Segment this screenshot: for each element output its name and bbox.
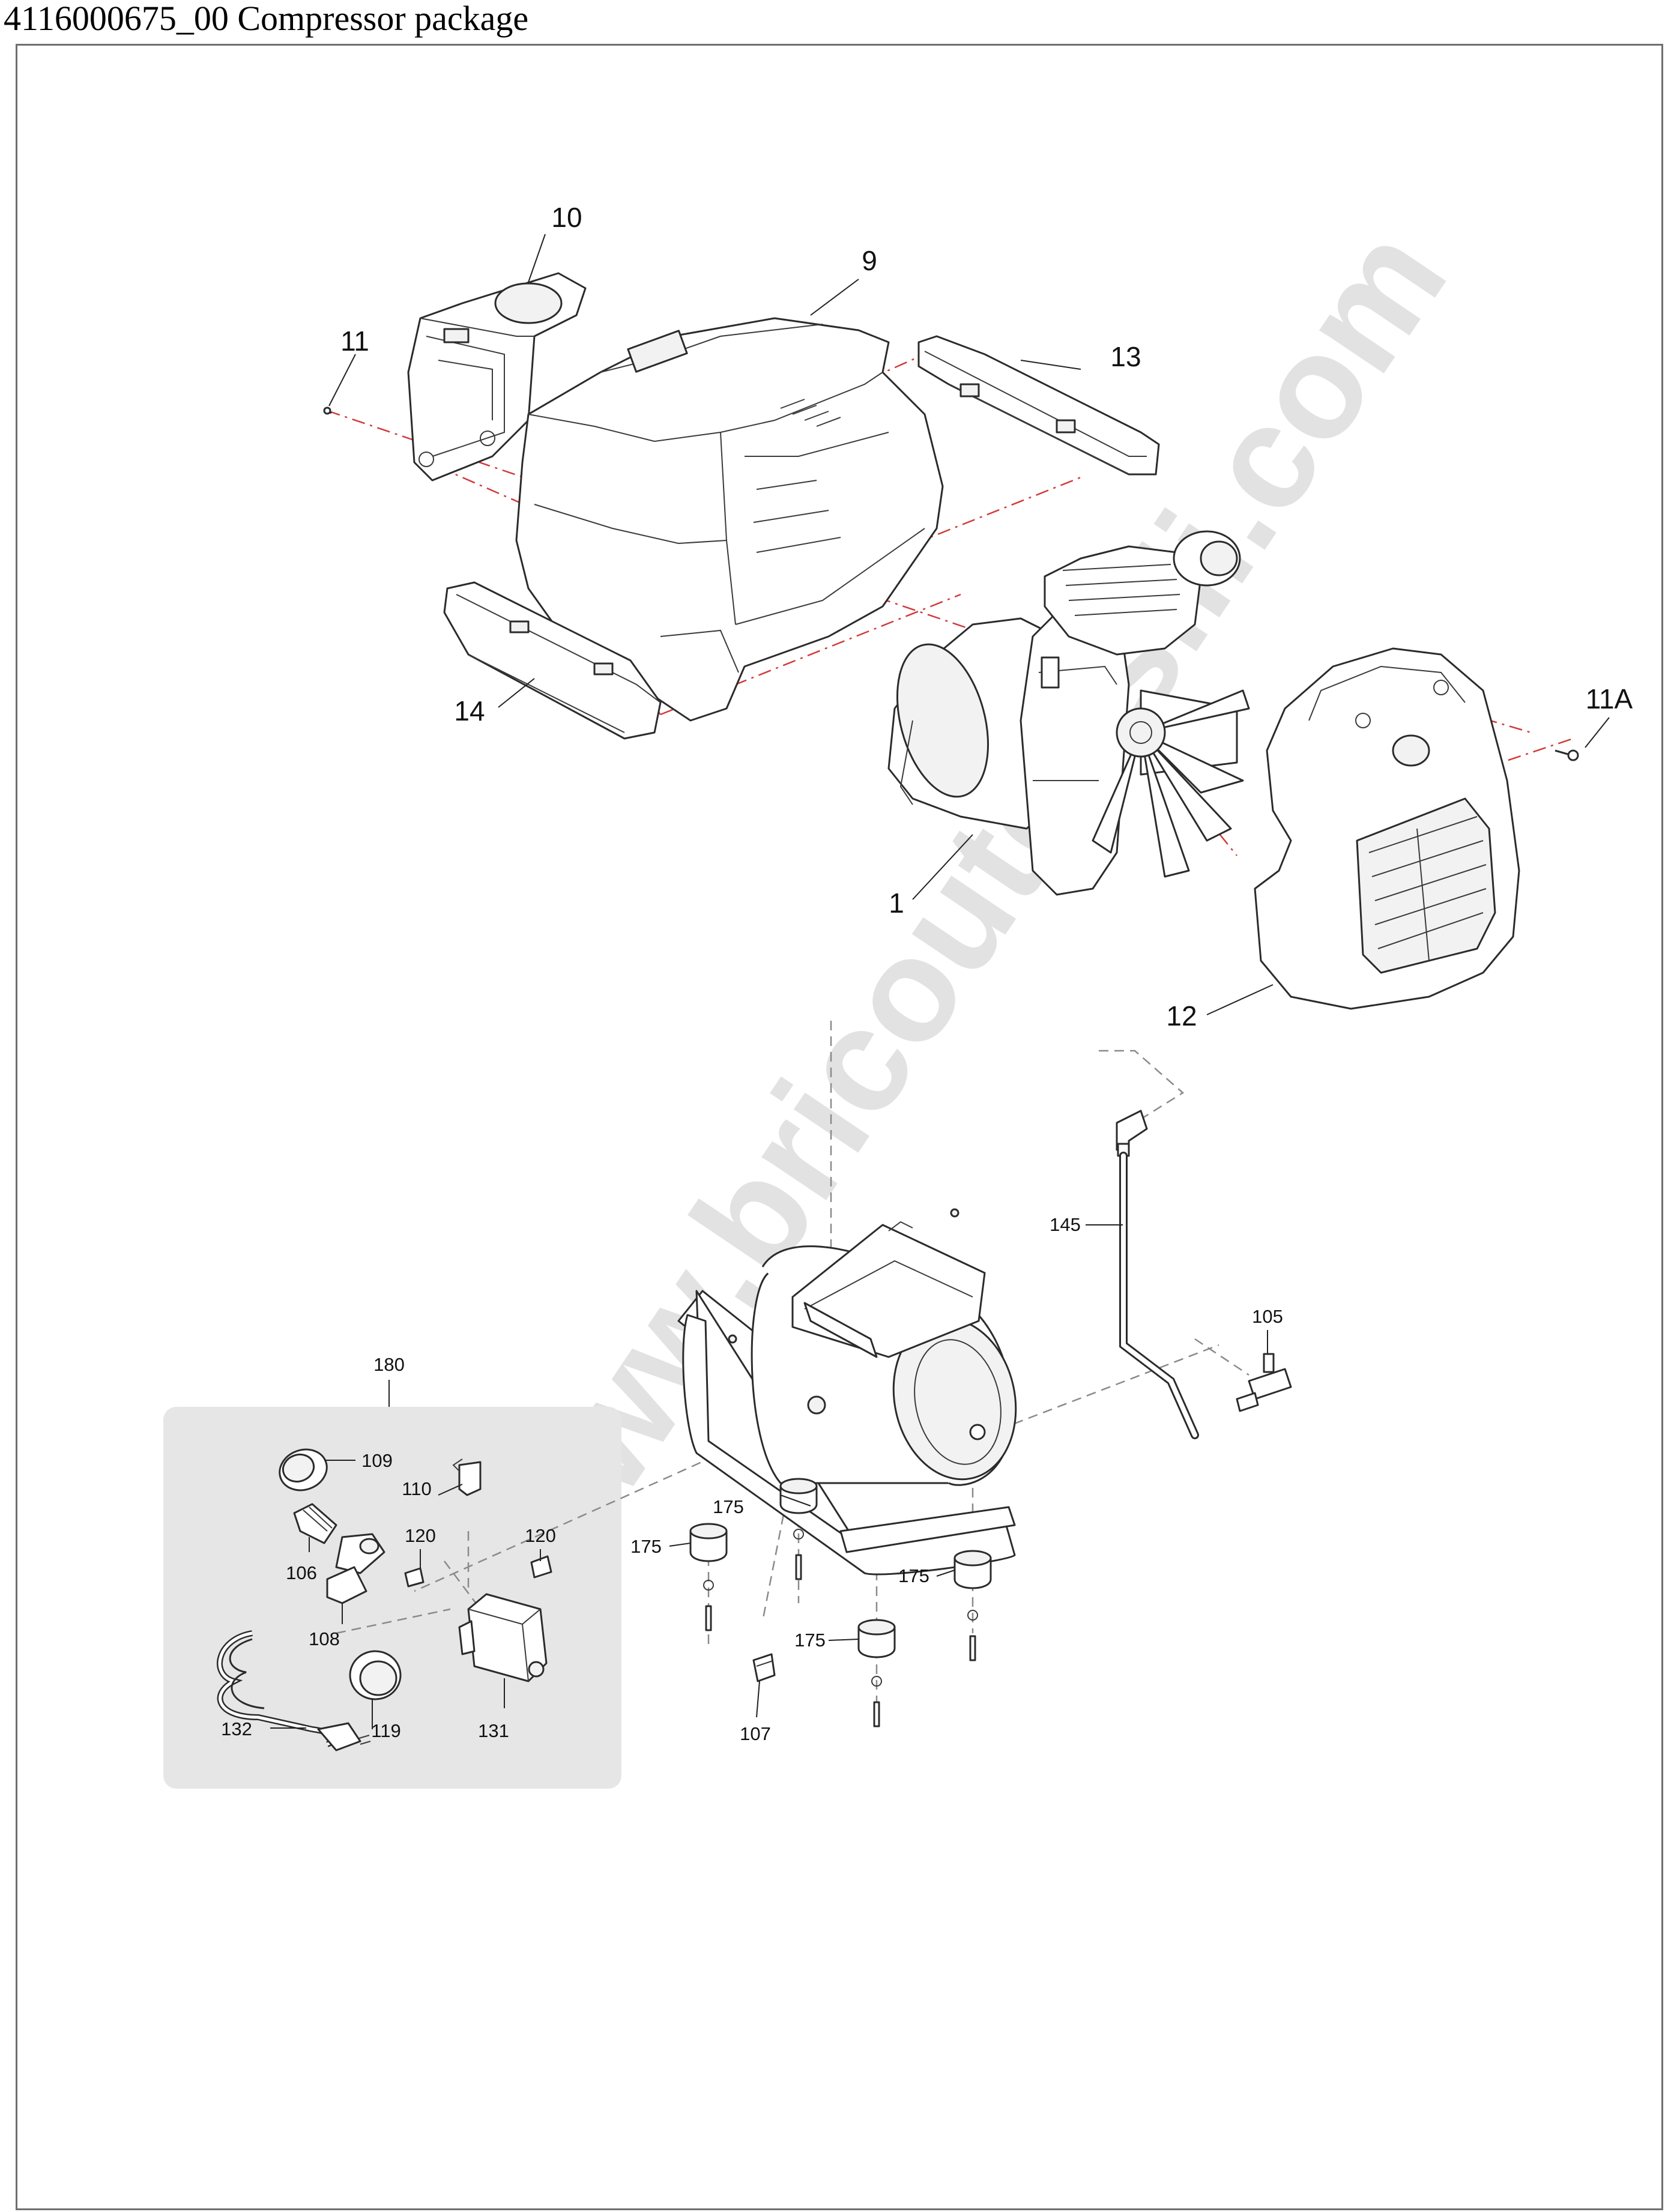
part-175-rubber-foot-2	[689, 1523, 728, 1631]
callout-175-1: 175	[713, 1496, 744, 1517]
callout-11: 11	[340, 325, 369, 357]
part-175-rubber-foot-4	[857, 1619, 896, 1727]
part-12-fan-cover	[1254, 647, 1520, 1010]
part-10-front-bracket	[407, 272, 587, 482]
part-175-rubber-foot-3	[953, 1550, 992, 1661]
part-106-quick-coupler	[293, 1503, 337, 1544]
part-120-fitting-b	[530, 1555, 552, 1579]
leader-lines	[270, 234, 1610, 1729]
part-145-delivery-pipe	[1116, 1110, 1199, 1439]
callout-13: 13	[1110, 341, 1141, 372]
part-108-pressure-regulator	[326, 1533, 385, 1604]
part-105-tee-fitting	[1236, 1353, 1292, 1412]
callout-9: 9	[862, 245, 877, 276]
part-109-pressure-gauge	[279, 1448, 328, 1491]
part-11a-screw	[1555, 749, 1579, 761]
drawing-frame	[16, 44, 1663, 2210]
callout-105: 105	[1252, 1306, 1283, 1327]
accessory-kit-panel	[163, 1407, 621, 1789]
callout-119: 119	[371, 1720, 400, 1741]
callout-132: 132	[221, 1718, 252, 1739]
part-11-screw	[323, 406, 332, 415]
part-131-pressure-switch	[458, 1593, 548, 1682]
part-132-power-cord	[217, 1630, 371, 1751]
callout-180: 180	[373, 1354, 405, 1375]
part-175-rubber-foot-1	[779, 1478, 818, 1580]
part-119-pressure-gauge	[349, 1650, 402, 1700]
callout-106: 106	[286, 1562, 317, 1583]
callout-107: 107	[740, 1723, 771, 1744]
callout-10: 10	[551, 202, 582, 233]
callout-14: 14	[454, 695, 485, 727]
callout-145: 145	[1050, 1214, 1081, 1235]
part-107-drain-valve	[752, 1653, 776, 1682]
part-14-rail	[443, 581, 662, 740]
part-9-shroud	[515, 317, 944, 722]
callout-120a: 120	[405, 1525, 436, 1546]
callout-12: 12	[1166, 1000, 1197, 1032]
callout-1: 1	[889, 887, 904, 919]
callout-175-4: 175	[794, 1630, 826, 1651]
callout-120b: 120	[525, 1525, 556, 1546]
air-tank-frame	[677, 1208, 1017, 1576]
callout-131: 131	[478, 1720, 509, 1741]
part-13-rail	[917, 335, 1160, 476]
callout-11a: 11A	[1586, 683, 1633, 715]
callout-175-3: 175	[898, 1565, 929, 1586]
page-title: 4116000675_00 Compressor package	[4, 0, 529, 38]
callout-175-2: 175	[630, 1536, 662, 1557]
callout-110: 110	[402, 1478, 431, 1499]
part-120-fitting-a	[404, 1567, 425, 1588]
callout-109: 109	[361, 1450, 393, 1471]
callout-108: 108	[309, 1628, 340, 1649]
part-1-motor-pump-unit	[887, 530, 1250, 896]
